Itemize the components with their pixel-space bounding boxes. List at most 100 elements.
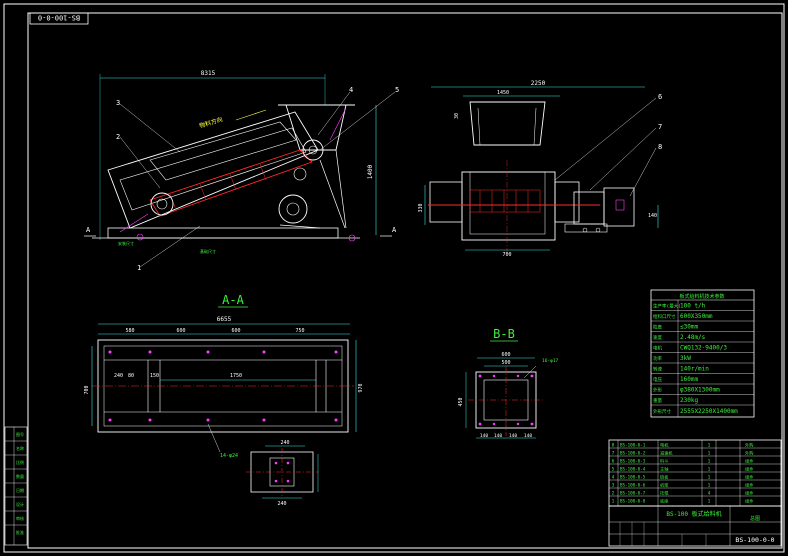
drawing-stamp: BS-100-0-0	[29, 12, 89, 25]
detail-pad: 240 240	[246, 440, 319, 507]
spec-row-6-label: 转速	[653, 366, 662, 373]
parts-row-3-qty: 1	[708, 467, 711, 473]
side-part-4: 4	[349, 86, 353, 94]
side-part-1: 1	[137, 264, 141, 272]
spec-row-1-label: 给料口尺寸	[653, 313, 676, 320]
aa-dim-top-2: 600	[231, 328, 240, 334]
end-part-7: 7	[658, 123, 662, 131]
outer-border	[3, 3, 785, 553]
side-bottom-dim-1: 基础尺寸	[200, 248, 216, 254]
spec-row-6-value: 140r/min	[680, 366, 709, 373]
bb-dim-bottom-3: 140	[524, 433, 532, 439]
aa-bolt-note: 14-φ24	[220, 453, 238, 459]
parts-row-1-num: 7	[612, 451, 615, 457]
section-bb: B-B 600 500 450 16-φ17 140 140 140 140	[458, 327, 559, 439]
parts-row-3-note: 组件	[745, 466, 753, 473]
spec-row-5-value: 3kW	[680, 355, 691, 362]
parts-row-4-code: BS-100-0-5	[620, 475, 646, 480]
bb-dim-side: 450	[458, 397, 464, 406]
aa-dim-top-3: 750	[295, 328, 304, 334]
parts-row-7-qty: 1	[708, 499, 711, 505]
parts-row-7-num: 1	[612, 499, 615, 505]
parts-row-0-qty: 1	[708, 443, 711, 449]
parts-row-1-note: 外购	[745, 450, 753, 457]
spec-table: 板式给料机技术参数 生产率(最大) 100 t/h 给料口尺寸 600X350m…	[650, 289, 755, 418]
spec-row-9-label: 重量	[653, 397, 662, 404]
strip-label-1: 名称	[16, 445, 24, 451]
aa-dim-mid-2: 150	[150, 373, 159, 379]
parts-row-5-name: 机架	[660, 482, 668, 489]
spec-row-0-label: 生产率(最大)	[653, 303, 681, 310]
parts-row-4-qty: 1	[708, 475, 711, 481]
pad-dim-top: 240	[280, 440, 289, 446]
aa-dim-top-0: 580	[125, 328, 134, 334]
parts-row-0-code: BS-100-0-1	[620, 443, 646, 448]
parts-row-5-num: 3	[612, 483, 615, 489]
spec-row-7-label: 电压	[653, 376, 662, 383]
parts-row-5-note: 组件	[745, 482, 753, 489]
aa-dim-side: 700	[84, 385, 90, 394]
parts-row-6-name: 托辊	[660, 490, 669, 497]
bb-dim-bottom-2: 140	[509, 433, 517, 439]
parts-row-3-name: 主轴	[660, 466, 668, 473]
spec-row-2-label: 粒度	[653, 324, 662, 331]
parts-row-1-qty: 1	[708, 451, 711, 457]
spec-row-8-label: 外形	[653, 387, 662, 394]
inner-border	[27, 12, 783, 549]
spec-row-3-label: 速度	[653, 334, 662, 341]
bb-dim-outer: 600	[501, 352, 510, 358]
aa-dim-top-1: 600	[176, 328, 185, 334]
aa-dim-right: 970	[358, 383, 364, 392]
parts-row-6-code: BS-100-0-7	[620, 491, 646, 496]
spec-row-8-value: φ380X1300mm	[680, 387, 720, 394]
end-dim-overall: 2250	[531, 80, 546, 87]
spec-row-9-value: 230kg	[680, 397, 698, 404]
parts-row-2-code: BS-100-0-3	[620, 459, 646, 464]
spec-row-4-value: CWQ132-9400/3	[680, 345, 727, 352]
parts-row-7-note: 组件	[745, 498, 753, 505]
parts-row-4-note: 组件	[745, 474, 753, 481]
strip-label-2: 比例	[16, 459, 24, 465]
bb-dim-bottom-1: 140	[494, 433, 502, 439]
spec-row-4-label: 电机	[653, 345, 662, 352]
stamp-code: BS-100-0-0	[38, 14, 80, 22]
spec-row-10-value: 2555X2250X1400mm	[680, 408, 738, 415]
parts-row-2-num: 6	[612, 459, 615, 465]
parts-list: 8 BS-100-0-1 电机 1 外购 7 BS-100-0-2 减速机 1 …	[608, 439, 782, 507]
left-revision-strip: 图号 名称 比例 数量 日期 设计 审核 批准	[4, 426, 28, 546]
side-section-mark-left: A	[86, 226, 91, 234]
end-dim-base: 700	[502, 252, 511, 258]
spec-row-0-value: 100 t/h	[680, 303, 706, 310]
parts-row-3-num: 5	[612, 467, 615, 473]
spec-table-title: 板式给料机技术参数	[679, 293, 724, 300]
side-part-3: 3	[116, 99, 120, 107]
end-dim-side: 140	[648, 213, 657, 219]
strip-label-6: 审核	[16, 515, 24, 521]
spec-row-10-label: 外形尺寸	[653, 408, 671, 415]
parts-row-3-code: BS-100-0-4	[620, 467, 646, 472]
parts-row-4-num: 4	[612, 475, 615, 481]
parts-row-2-qty: 1	[708, 459, 711, 465]
parts-row-5-qty: 1	[708, 483, 711, 489]
parts-row-7-code: BS-100-0-8	[620, 499, 646, 504]
side-part-5: 5	[395, 86, 399, 94]
title-block: BS-100 板式给料机 总图 BS-100-0-0	[608, 505, 782, 547]
section-aa: A-A 6655 580 600 600 750 240 80 1	[84, 293, 364, 459]
aa-dim-mid-3: 1750	[230, 373, 242, 379]
side-part-2: 2	[116, 133, 120, 141]
strip-label-4: 日期	[16, 487, 24, 493]
end-dim-hopper: 1450	[497, 90, 509, 96]
parts-row-2-name: 料斗	[660, 458, 668, 465]
spec-row-5-label: 功率	[653, 355, 662, 362]
side-section-mark-right: A	[392, 226, 397, 234]
parts-row-1-name: 减速机	[660, 450, 673, 457]
section-bb-label: B-B	[493, 327, 515, 341]
parts-row-6-num: 2	[612, 491, 615, 497]
end-view: 2250 1450 700 330 140 30	[418, 80, 662, 258]
parts-row-2-note: 组件	[745, 458, 753, 465]
section-aa-label: A-A	[222, 293, 244, 307]
parts-row-4-name: 链板	[660, 474, 669, 481]
title-block-code: BS-100-0-0	[735, 536, 774, 544]
aa-dim-total: 6655	[217, 316, 232, 323]
